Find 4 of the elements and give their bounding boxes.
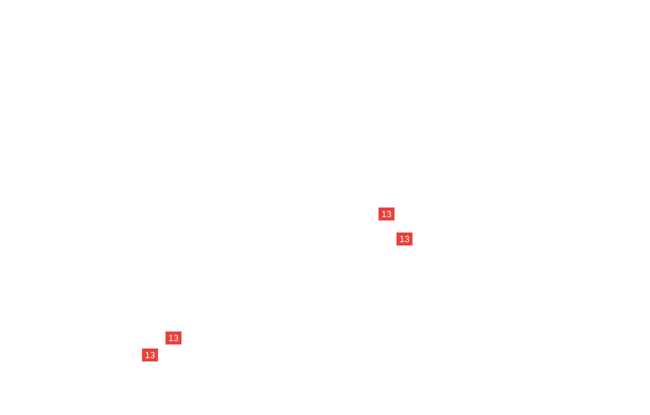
callout-number: 13 [166, 332, 182, 344]
callout-number: 13 [396, 232, 412, 246]
callout-number: 13 [378, 208, 394, 220]
callout-number: 13 [142, 348, 158, 362]
